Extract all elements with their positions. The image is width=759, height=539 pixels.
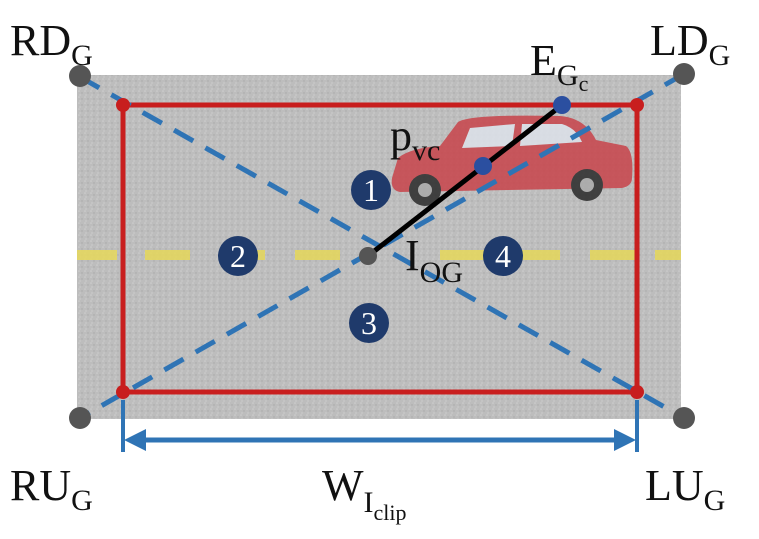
car-image xyxy=(391,115,633,206)
width-dimension xyxy=(121,400,639,452)
point-p xyxy=(474,157,492,175)
clip-corner-bl xyxy=(116,385,130,399)
label-i: IOG xyxy=(405,231,463,289)
corner-point-rd xyxy=(69,65,91,87)
diagonal-rd-lu xyxy=(78,74,686,421)
clip-corner-br xyxy=(630,385,644,399)
corner-point-ru xyxy=(69,407,91,429)
diagonal-ld-ru xyxy=(78,71,686,421)
label-w: WIclip xyxy=(322,461,407,525)
clip-rectangle xyxy=(120,102,640,395)
center-point xyxy=(359,247,377,265)
svg-text:3: 3 xyxy=(361,305,377,341)
region-badge-1: 1 xyxy=(351,170,391,210)
label-e: EGc xyxy=(530,36,589,96)
center-to-edge-line xyxy=(366,103,564,258)
corner-point-lu xyxy=(673,407,695,429)
clip-corner-tl xyxy=(116,98,130,112)
clip-corner-tr xyxy=(630,98,644,112)
region-badge-4: 4 xyxy=(483,236,523,276)
svg-text:1: 1 xyxy=(363,172,379,208)
svg-text:2: 2 xyxy=(230,238,246,274)
region-badge-3: 3 xyxy=(349,303,389,343)
label-rd: RDG xyxy=(10,16,93,72)
region-badge-2: 2 xyxy=(218,236,258,276)
point-e xyxy=(553,96,571,114)
label-lu: LUG xyxy=(645,461,725,517)
svg-text:4: 4 xyxy=(495,238,511,274)
label-ld: LDG xyxy=(650,16,730,72)
label-p: pvc xyxy=(390,111,440,167)
corner-point-ld xyxy=(673,63,695,85)
label-ru: RUG xyxy=(10,461,93,517)
